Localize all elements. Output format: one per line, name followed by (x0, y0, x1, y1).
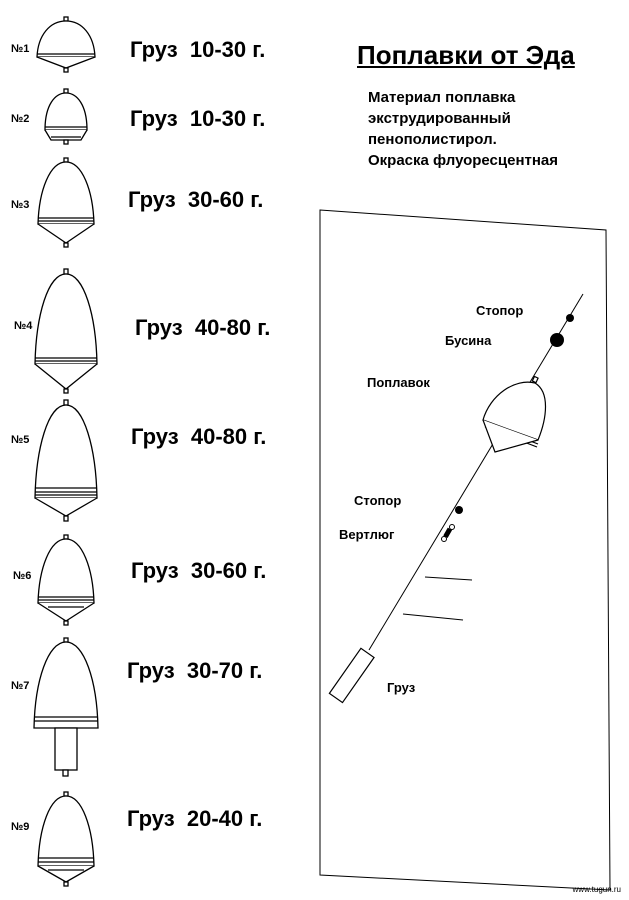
float-2-drawing (44, 88, 88, 145)
swivel-ring-1 (449, 524, 455, 530)
float-7-number: №7 (11, 680, 30, 692)
swivel-ring-2 (441, 536, 447, 542)
float-4-number: №4 (14, 320, 33, 332)
description-line: Материал поплавка (368, 89, 516, 106)
swivel-body (443, 527, 453, 538)
float-3-drawing (37, 157, 95, 248)
float-9-drawing (37, 791, 95, 887)
float-6-drawing (37, 534, 95, 626)
float-4-weight: Груз 40-80 г. (135, 315, 271, 340)
label-bead: Бусина (445, 333, 492, 348)
float-9-number: №9 (11, 821, 30, 833)
description-line: пенополистирол. (368, 131, 497, 148)
float-2-weight: Груз 10-30 г. (130, 106, 266, 131)
material-description: Материал поплавка экструдированный пеноп… (368, 87, 558, 171)
float-6-weight: Груз 30-60 г. (131, 558, 267, 583)
label-stopper-top: Стопор (476, 303, 524, 318)
float-6-number: №6 (13, 570, 32, 582)
stopper-bottom-bead (455, 506, 463, 514)
rig-float (482, 375, 546, 453)
float-7-drawing (33, 637, 99, 777)
float-1-weight: Груз 10-30 г. (130, 37, 266, 62)
label-float: Поплавок (367, 375, 430, 390)
label-stopper-bottom: Стопор (354, 493, 402, 508)
float-5-drawing (34, 399, 98, 522)
sinker (328, 647, 375, 704)
description-line: Окраска флуоресцентная (368, 152, 559, 169)
stopper-top-bead (566, 314, 574, 322)
float-5-number: №5 (11, 434, 30, 446)
float-3-number: №3 (11, 199, 30, 211)
float-5-weight: Груз 40-80 г. (131, 424, 267, 449)
float-7-weight: Груз 30-70 г. (127, 658, 263, 683)
page-title: Поплавки от Эда (357, 40, 575, 70)
rig-diagram (319, 209, 611, 891)
float-9-weight: Груз 20-40 г. (127, 806, 263, 831)
float-1-drawing (36, 16, 96, 73)
float-2-number: №2 (11, 113, 30, 125)
site-footer: www.tugun.ru (572, 885, 621, 894)
bead-ball (550, 333, 564, 347)
label-swivel: Вертлюг (339, 527, 395, 542)
main-line (368, 293, 584, 651)
float-1-number: №1 (11, 43, 30, 55)
lead-2 (402, 613, 464, 621)
float-3-weight: Груз 30-60 г. (128, 187, 264, 212)
label-sinker: Груз (387, 680, 416, 695)
lead-1 (424, 576, 473, 581)
float-4-drawing (34, 268, 98, 394)
rig-frame (319, 209, 611, 891)
description-line: экструдированный (368, 110, 511, 127)
